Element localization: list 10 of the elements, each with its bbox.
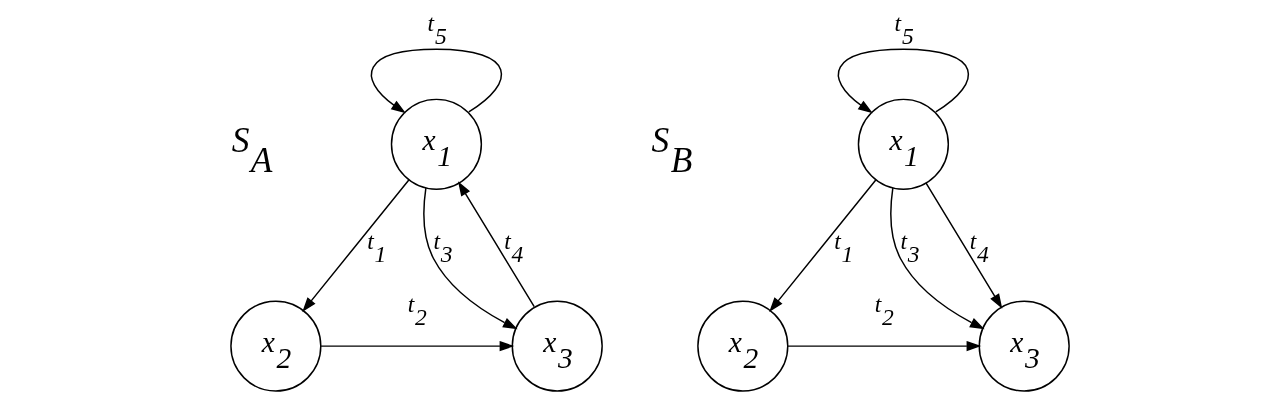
arrow [370, 48, 503, 114]
arrow [890, 187, 985, 330]
arrow [302, 179, 410, 312]
arrow [769, 179, 877, 312]
arrow [423, 187, 518, 330]
arrow [925, 182, 1003, 309]
arrow [458, 181, 535, 308]
arrow [837, 48, 970, 114]
arrow [320, 340, 515, 352]
arrow [787, 340, 982, 352]
